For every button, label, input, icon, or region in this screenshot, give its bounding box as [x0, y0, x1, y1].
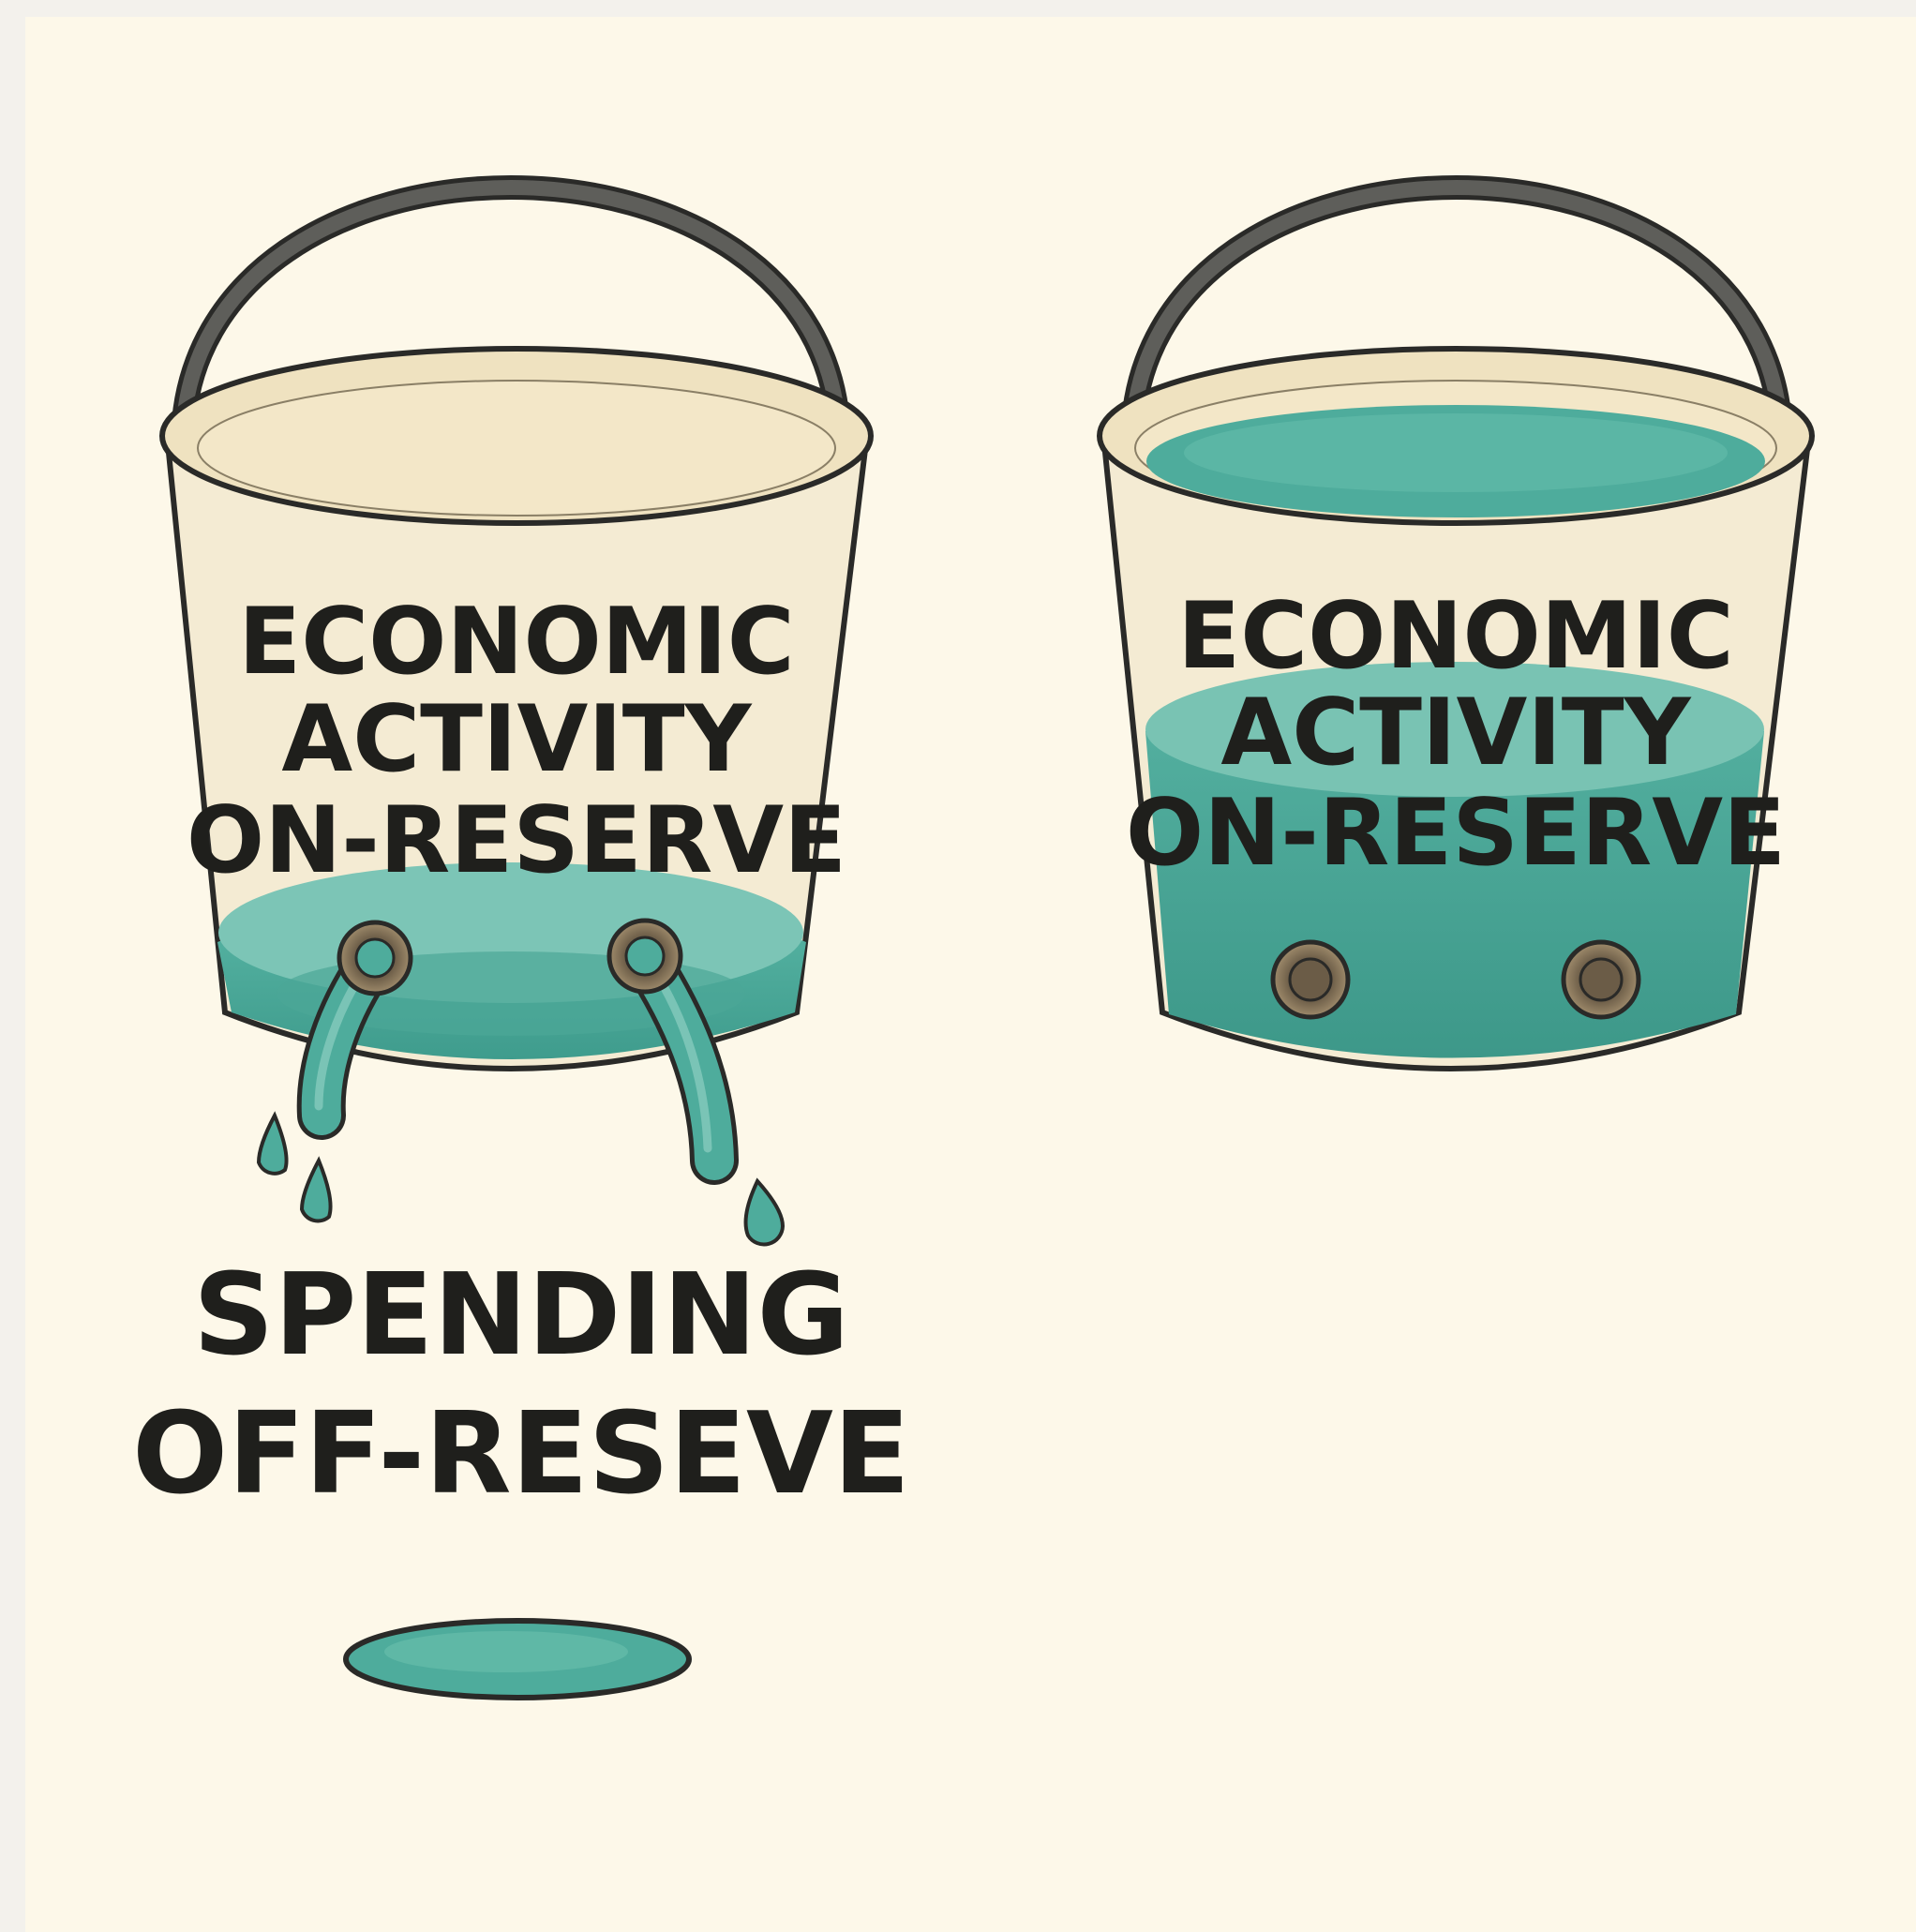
right-label-line3: ON-RESERVE: [1126, 780, 1786, 887]
right-bucket-water-surface: [1145, 662, 1764, 797]
water-drop-icon: [256, 1111, 289, 1176]
right-bucket-handle: [1125, 180, 1789, 448]
water-drop-icon: [743, 1177, 786, 1247]
left-plug-icon: [1270, 939, 1351, 1020]
left-bucket-handle: [175, 180, 846, 448]
right-label-line2: ACTIVITY: [1220, 680, 1691, 786]
left-label-line3: ON-RESERVE: [187, 787, 846, 894]
right-plug-icon: [1561, 939, 1641, 1020]
right-label-line1: ECONOMIC: [1177, 583, 1733, 690]
spending-label-line1: SPENDING: [193, 1251, 849, 1381]
left-leak-pipe: [296, 920, 413, 1140]
water-drop-icon: [299, 1156, 333, 1223]
right-bucket: ECONOMIC ACTIVITY ON-RESERVE: [1097, 175, 1815, 1071]
left-bucket: ECONOMIC ACTIVITY ON-RESERVE: [159, 175, 874, 1247]
left-label-line2: ACTIVITY: [281, 686, 752, 793]
water-puddle-highlight: [384, 1631, 628, 1672]
left-bucket-inner: [197, 380, 836, 517]
spending-label-line2: OFF-RESEVE: [132, 1389, 910, 1520]
right-leak-pipe: [606, 918, 739, 1185]
left-label-line1: ECONOMIC: [238, 589, 794, 696]
